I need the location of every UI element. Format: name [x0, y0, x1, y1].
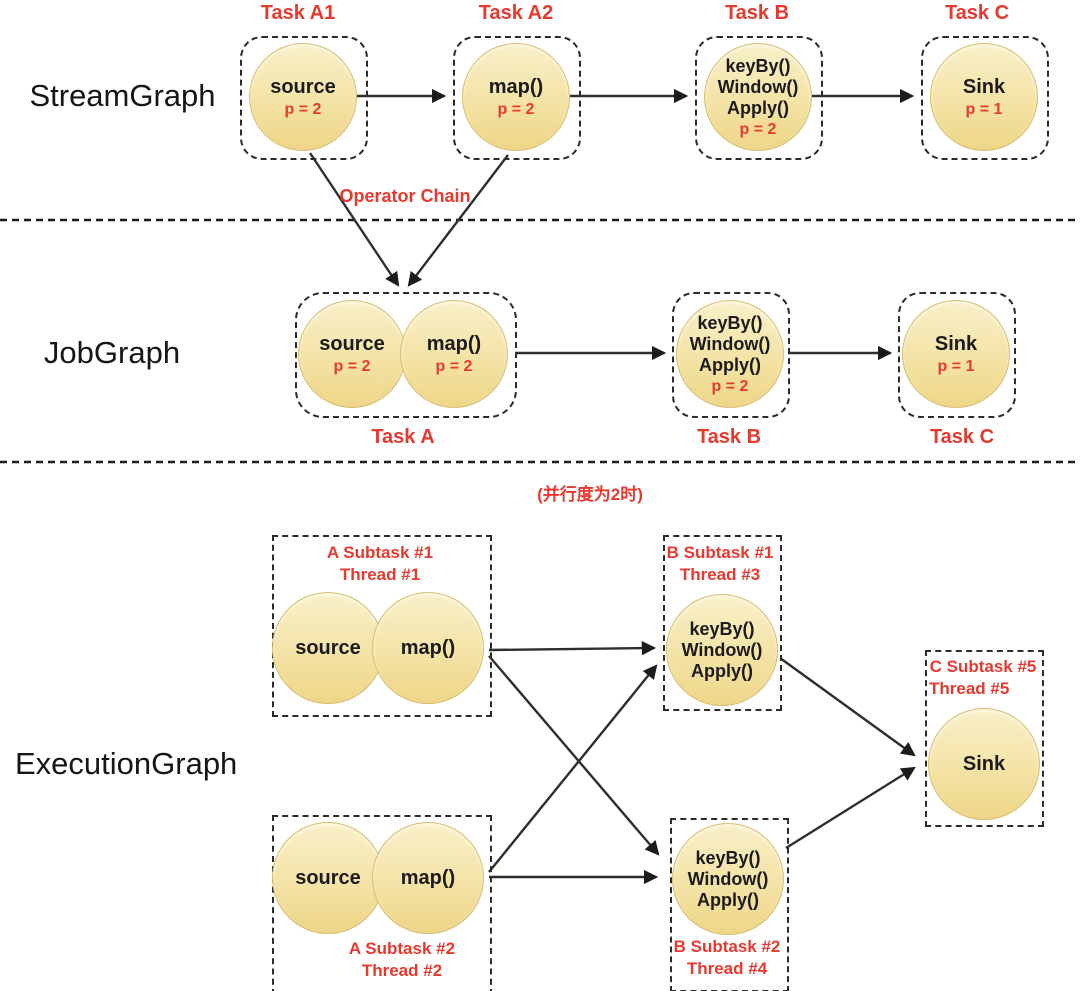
node-parallelism: p = 2 — [284, 100, 322, 118]
node-parallelism: p = 1 — [965, 100, 1003, 118]
exec-a2-map-node: map() — [372, 822, 484, 934]
exec-b-subtask1-title: B Subtask #1 Thread #3 — [655, 542, 785, 586]
subtask-label: B Subtask #1 — [666, 543, 774, 562]
node-label: map() — [426, 332, 482, 355]
node-label: map() — [400, 866, 456, 889]
node-label: Window() — [689, 333, 771, 354]
exec-a-subtask1-title: A Subtask #1 Thread #1 — [280, 542, 480, 586]
exec-sink-node: Sink — [928, 708, 1040, 820]
thread-label: Thread #1 — [339, 565, 421, 584]
node-parallelism: p = 2 — [739, 120, 777, 138]
exec-b1-keyby-node: keyBy() Window() Apply() — [666, 594, 778, 706]
subtask-label: B Subtask #2 — [673, 937, 781, 956]
exec-c-subtask5-title: C Subtask #5 Thread #5 — [927, 656, 1039, 700]
node-label: keyBy() — [689, 618, 755, 639]
stream-task-a2-box — [453, 36, 581, 160]
job-sink-node: Sink p = 1 — [902, 300, 1010, 408]
stream-sink-node: Sink p = 1 — [930, 43, 1038, 151]
node-label: Window() — [717, 76, 799, 97]
thread-label: Thread #2 — [361, 961, 443, 980]
arrow-chain-map-to-taska — [407, 154, 509, 287]
exec-b-subtask1-box — [663, 535, 782, 711]
node-label: map() — [488, 75, 544, 98]
stream-task-c-title: Task C — [944, 2, 1010, 24]
exec-a-subtask2-box — [272, 815, 492, 991]
operator-chain-label: Operator Chain — [339, 186, 471, 206]
thread-label: Thread #4 — [686, 959, 768, 978]
arrow-exec-a1-b1 — [488, 640, 657, 656]
parallelism-note: (并行度为2时) — [537, 485, 643, 504]
subtask-label: A Subtask #1 — [326, 543, 434, 562]
execution-graph-section-label: ExecutionGraph — [15, 746, 238, 781]
stream-keyby-node: keyBy() Window() Apply() p = 2 — [704, 43, 812, 151]
node-label: map() — [400, 636, 456, 659]
node-label: source — [319, 332, 385, 355]
exec-a2-source-node: source — [272, 822, 384, 934]
exec-b-subtask2-title: B Subtask #2 Thread #4 — [662, 936, 792, 980]
job-task-c-title: Task C — [929, 426, 995, 448]
job-task-a-box — [295, 292, 517, 418]
stream-task-a1-box — [240, 36, 368, 160]
stream-task-b-title: Task B — [724, 2, 790, 24]
job-map-node: map() p = 2 — [400, 300, 508, 408]
node-label: Sink — [934, 332, 978, 355]
arrow-exec-b2-sink — [785, 766, 916, 850]
thread-label: Thread #5 — [929, 679, 1010, 698]
node-label: source — [270, 75, 336, 98]
job-task-b-title: Task B — [696, 426, 762, 448]
exec-a1-map-node: map() — [372, 592, 484, 704]
stream-task-a1-title: Task A1 — [260, 2, 336, 24]
exec-a-subtask1-box — [272, 535, 492, 717]
node-parallelism: p = 2 — [711, 377, 749, 395]
exec-b2-keyby-node: keyBy() Window() Apply() — [672, 823, 784, 935]
job-graph-section-label: JobGraph — [43, 335, 181, 370]
exec-c-subtask5-box — [925, 650, 1044, 827]
node-parallelism: p = 2 — [333, 357, 371, 375]
job-source-node: source p = 2 — [298, 300, 406, 408]
thread-label: Thread #3 — [679, 565, 761, 584]
node-label: Apply() — [691, 660, 753, 681]
arrow-exec-b1-sink — [779, 657, 916, 757]
exec-a1-source-node: source — [272, 592, 384, 704]
job-task-a-title: Task A — [371, 426, 435, 448]
job-keyby-node: keyBy() Window() Apply() p = 2 — [676, 300, 784, 408]
node-label: source — [295, 636, 361, 659]
node-label: keyBy() — [725, 55, 791, 76]
node-label: Window() — [687, 868, 769, 889]
stream-source-node: source p = 2 — [249, 43, 357, 151]
stream-graph-section-label: StreamGraph — [29, 78, 216, 113]
node-label: keyBy() — [695, 847, 761, 868]
job-task-b-box — [672, 292, 790, 418]
node-label: Window() — [681, 639, 763, 660]
exec-a-subtask2-title: A Subtask #2 Thread #2 — [302, 938, 502, 982]
node-parallelism: p = 1 — [937, 357, 975, 375]
node-label: Apply() — [697, 889, 759, 910]
subtask-label: C Subtask #5 — [929, 657, 1037, 676]
node-label: Apply() — [727, 97, 789, 118]
node-label: Sink — [962, 752, 1006, 775]
stream-task-b-box — [695, 36, 823, 160]
node-parallelism: p = 2 — [497, 100, 535, 118]
subtask-label: A Subtask #2 — [348, 939, 456, 958]
node-label: source — [295, 866, 361, 889]
stream-map-node: map() p = 2 — [462, 43, 570, 151]
node-label: keyBy() — [697, 312, 763, 333]
stream-task-a2-title: Task A2 — [478, 2, 554, 24]
arrow-chain-source-to-taska — [309, 152, 400, 287]
node-label: Sink — [962, 75, 1006, 98]
node-parallelism: p = 2 — [435, 357, 473, 375]
arrow-exec-a2-b1 — [488, 664, 658, 873]
stream-task-c-box — [921, 36, 1049, 160]
arrow-exec-a1-b2 — [488, 655, 660, 856]
node-label: Apply() — [699, 354, 761, 375]
job-task-c-box — [898, 292, 1016, 418]
